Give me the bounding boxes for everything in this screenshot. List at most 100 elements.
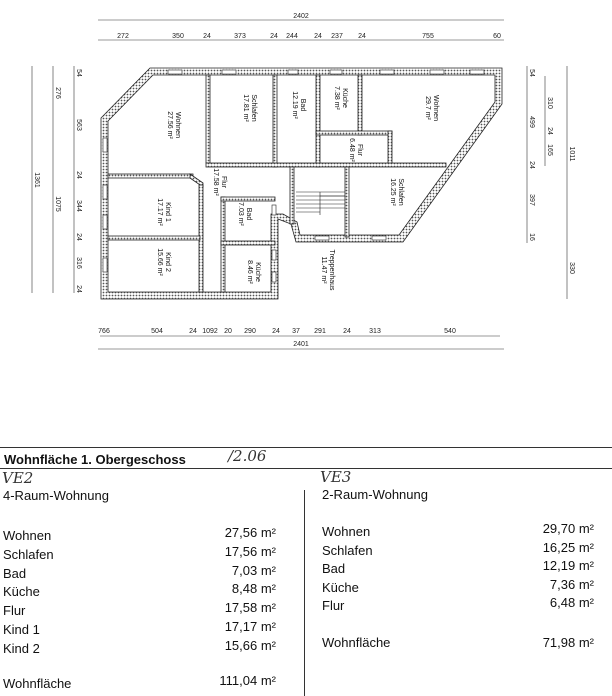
room-name: Flur	[220, 176, 227, 189]
dimension-label: 24	[528, 161, 535, 169]
dimension-label: 2402	[293, 13, 309, 20]
room-name: Küche	[341, 88, 348, 108]
dimension-lines	[31, 19, 568, 350]
left-total-value: 111,04 m²	[219, 673, 276, 688]
area-row-value: 16,25 m²	[542, 539, 594, 555]
dimension-label: 504	[151, 328, 163, 335]
room-area: 17.81 m²	[242, 94, 249, 122]
divider	[0, 468, 612, 469]
room-name: Bad	[299, 99, 306, 112]
left-subtitle: 4-Raum-Wohnung	[3, 488, 109, 503]
room-name: Schlafen	[250, 94, 257, 121]
dimension-label: 165	[546, 144, 553, 156]
dimension-label: 310	[546, 97, 553, 109]
table-title: Wohnfläche 1. Obergeschoss	[4, 452, 186, 467]
dimension-label: 499	[528, 116, 535, 128]
wall	[387, 130, 393, 166]
room-area: 8.46 m²	[246, 260, 253, 284]
area-row-label: Küche	[3, 584, 40, 600]
dimension-label: 24	[343, 328, 351, 335]
dimension-label: 237	[331, 33, 343, 40]
wall	[107, 235, 201, 241]
area-row-label: Schlafen	[3, 546, 54, 562]
dimension-label: 24	[270, 33, 278, 40]
wall	[344, 166, 350, 238]
room-name: Kind 2	[164, 252, 171, 272]
dimension-label: 24	[189, 328, 197, 335]
right-total-value: 71,98 m²	[542, 635, 594, 650]
area-row-value: 17,56 m²	[224, 543, 276, 559]
area-row-value: 29,70 m²	[542, 521, 594, 536]
left-total-label: Wohnfläche	[3, 676, 72, 691]
area-row-value: 15,66 m²	[224, 637, 276, 653]
wall	[220, 196, 276, 202]
dimension-label: 20	[224, 328, 232, 335]
area-row-label: Bad	[322, 561, 346, 577]
area-row-label: Wohnen	[3, 528, 52, 543]
area-row-value: 17,58 m²	[224, 600, 276, 616]
area-row-label: Kind 2	[3, 640, 40, 656]
dimension-label: 373	[234, 33, 246, 40]
area-row-value: 27,56 m²	[224, 525, 276, 540]
room-name: Wohnen	[174, 112, 181, 138]
room-area: 12.19 m²	[291, 91, 298, 119]
dimension-label: 244	[286, 33, 298, 40]
area-row-value: 17,17 m²	[224, 619, 276, 634]
area-row-label: Wohnen	[322, 524, 371, 539]
dimension-label: 24	[358, 33, 366, 40]
dimension-label: 24	[272, 328, 280, 335]
windows	[102, 69, 485, 283]
dimension-label: 540	[444, 328, 456, 335]
dimension-label: 60	[493, 33, 501, 40]
dimension-label: 344	[75, 200, 82, 212]
handwritten-date: /2.06	[228, 447, 267, 465]
dimension-label: 37	[292, 328, 300, 335]
dimension-label: 563	[75, 119, 82, 131]
wall	[205, 74, 211, 164]
wall	[220, 240, 276, 246]
dimension-label: 24	[546, 127, 553, 135]
area-row-value: 7,36 m²	[549, 576, 594, 592]
divider	[0, 447, 612, 448]
walls	[100, 67, 503, 300]
wall	[272, 74, 278, 168]
column-divider	[304, 490, 305, 696]
handwritten-tag-left: VE2	[2, 469, 34, 487]
dimension-label: 1361	[33, 172, 40, 188]
room-area: 27.56 m²	[166, 111, 173, 139]
area-row-label: Flur	[322, 598, 345, 614]
dimension-label: 1011	[568, 146, 575, 161]
room-name: Kind 1	[164, 202, 171, 222]
dimension-label: 2401	[293, 341, 309, 348]
area-row-value: 12,19 m²	[542, 558, 594, 574]
right-total-label: Wohnfläche	[322, 635, 391, 650]
dimension-label: 54	[75, 69, 82, 77]
area-row-value: 6,48 m²	[549, 595, 594, 611]
wall	[289, 166, 295, 225]
dimension-label: 24	[203, 33, 211, 40]
room-name: Bad	[245, 208, 252, 221]
room-area: 7.38 m²	[333, 86, 340, 110]
dimension-label: 24	[75, 233, 82, 241]
room-name: Treppenhaus	[328, 250, 335, 291]
dimension-label: 755	[422, 33, 434, 40]
dimension-label: 1075	[54, 196, 61, 212]
dimension-label: 24	[314, 33, 322, 40]
wall	[107, 173, 194, 179]
wall	[315, 74, 321, 168]
area-row-value: 7,03 m²	[231, 562, 276, 578]
room-name: Wohnen	[432, 95, 439, 121]
room-area: 11.47 m²	[320, 256, 327, 284]
room-area: 6.48 m²	[348, 138, 355, 162]
dimension-label: 24	[75, 285, 82, 293]
dimension-label: 276	[54, 87, 61, 99]
room-area: 7.03 m²	[237, 202, 244, 226]
room-area: 29.7 m²	[424, 96, 431, 120]
room-area: 16.25 m²	[389, 178, 396, 206]
room-area: 17.58 m²	[212, 168, 219, 196]
dimension-label: 54	[528, 69, 535, 77]
room-name: Küche	[254, 262, 261, 282]
dimension-label: 291	[314, 328, 326, 335]
dimension-label: 1092	[202, 328, 218, 335]
